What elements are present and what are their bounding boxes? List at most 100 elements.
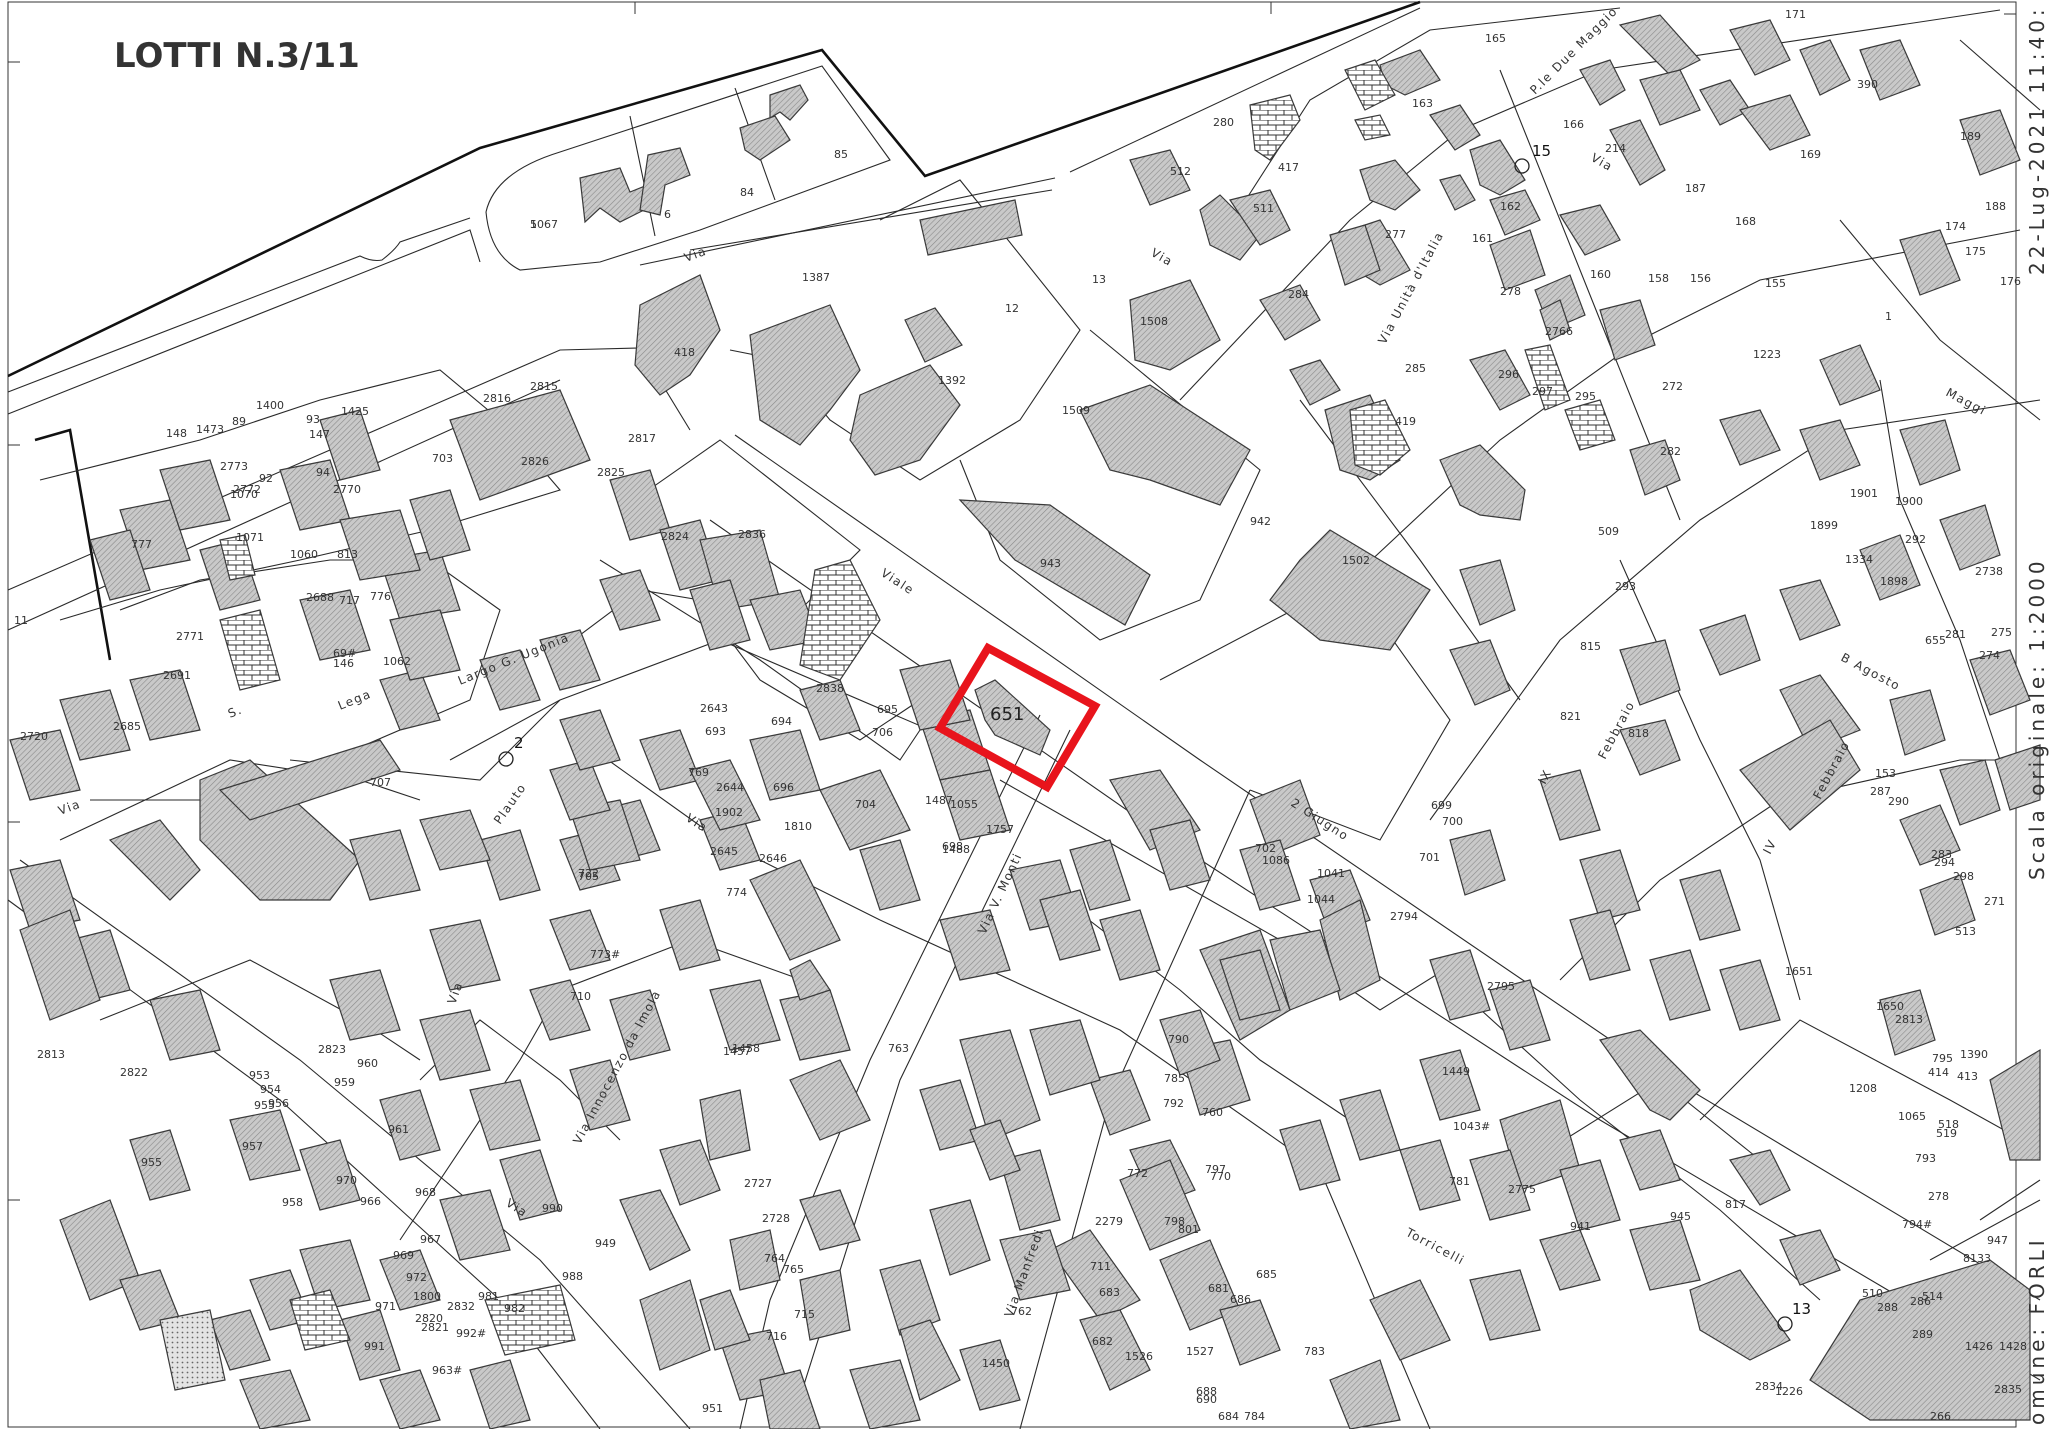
parcel-number-label: 694 — [771, 715, 792, 728]
parcel-number-label: 968 — [415, 1186, 436, 1199]
parcel-number-label: 795 — [1932, 1052, 1953, 1065]
parcel-number-label: 519 — [1936, 1127, 1957, 1140]
parcel-number-label: 168 — [1735, 215, 1756, 228]
special-buildings — [159, 59, 1616, 1391]
parcel-number-label: 961 — [388, 1123, 409, 1136]
parcel-number-label: 770 — [1210, 1170, 1231, 1183]
parcel-number-label: 94 — [316, 466, 330, 479]
parcel-number-label: 513 — [1955, 925, 1976, 938]
parcel-number-label: 690 — [1196, 1393, 1217, 1406]
parcel-number-label: 1508 — [1140, 315, 1168, 328]
parcel-number-label: 992# — [456, 1327, 486, 1340]
parcel-number-label: 783 — [1304, 1345, 1325, 1358]
parcel-number-label: 2817 — [628, 432, 656, 445]
parcel-number-label: 2821 — [421, 1321, 449, 1334]
parcel-number-label: 272 — [1662, 380, 1683, 393]
parcel-number-label: 2795 — [1487, 980, 1515, 993]
parcel-number-label: 982 — [504, 1302, 525, 1315]
parcel-number-label: 769 — [688, 766, 709, 779]
parcel-number-label: 1651 — [1785, 965, 1813, 978]
parcel-number-label: 969 — [393, 1249, 414, 1262]
parcel-number-label: 971 — [375, 1300, 396, 1313]
parcel-number-label: 169 — [1800, 148, 1821, 161]
parcel-number-label: 817 — [1725, 1198, 1746, 1211]
parcel-number-label: 12 — [1005, 302, 1019, 315]
parcel-number-label: 214 — [1605, 142, 1626, 155]
street-label: IX — [1535, 767, 1554, 787]
parcel-number-label: 711 — [1090, 1260, 1111, 1273]
territory-boundary — [7, 0, 1421, 378]
street-label: Via — [56, 797, 83, 818]
parcel-number-label: 1086 — [1262, 854, 1290, 867]
street-label: IV — [1760, 837, 1779, 857]
parcel-number-label: 2773 — [220, 460, 248, 473]
parcel-number-label: 1457 — [723, 1045, 751, 1058]
parcel-number-label: 171 — [1785, 8, 1806, 21]
parcel-number-label: 2770 — [333, 483, 361, 496]
parcel-number-label: 772 — [1127, 1167, 1148, 1180]
street-label: B Agosto — [1839, 650, 1903, 693]
parcel-number-label: 417 — [1278, 161, 1299, 174]
parcel-number-label: 1226 — [1775, 1385, 1803, 1398]
parcel-number-label: 295 — [1575, 390, 1596, 403]
parcel-number-label: 1392 — [938, 374, 966, 387]
parcel-number-label: 275 — [1991, 626, 2012, 639]
parcel-number-label: 1509 — [1062, 404, 1090, 417]
parcel-number-label: 705 — [578, 870, 599, 883]
parcel-number-label: 970 — [336, 1174, 357, 1187]
parcel-number-label: 271 — [1984, 895, 2005, 908]
parcel-number-label: 165 — [1485, 32, 1506, 45]
parcel-number-label: 1334 — [1845, 553, 1873, 566]
parcel-number-label: 1065 — [1898, 1110, 1926, 1123]
marker-circle — [1514, 158, 1530, 174]
parcel-number-label: 1902 — [715, 806, 743, 819]
parcel-number-label: 1757 — [986, 823, 1014, 836]
street-label: Torricelli — [1403, 1225, 1468, 1268]
parcel-number-label: 2832 — [447, 1300, 475, 1313]
parcel-number-label: 69# — [333, 647, 356, 660]
parcel-number-label: 2738 — [1975, 565, 2003, 578]
parcel-number-label: 187 — [1685, 182, 1706, 195]
parcel-number-label: 278 — [1500, 285, 1521, 298]
parcel-number-label: 1527 — [1186, 1345, 1214, 1358]
parcel-number-label: 793 — [1915, 1152, 1936, 1165]
parcel-number-label: 815 — [1580, 640, 1601, 653]
parcel-number-label: 684 — [1218, 1410, 1239, 1423]
parcel-number-label: 943 — [1040, 557, 1061, 570]
parcel-number-label: 510 — [1862, 1287, 1883, 1300]
parcel-number-label: 792 — [1163, 1097, 1184, 1110]
parcel-number-label: 1060 — [290, 548, 318, 561]
parcel-number-label: 942 — [1250, 515, 1271, 528]
parcel-number-label: 698 — [942, 840, 963, 853]
parcel-number-label: 156 — [1690, 272, 1711, 285]
parcel-number-label: 699 — [1431, 799, 1452, 812]
parcel-number-label: 967 — [420, 1233, 441, 1246]
marker-circle — [1777, 1316, 1793, 1332]
parcel-number-label: 287 — [1870, 785, 1891, 798]
parcel-number-label: 2820 — [415, 1312, 443, 1325]
parcel-number-label: 518 — [1938, 1118, 1959, 1131]
parcel-number-label: 682 — [1092, 1335, 1113, 1348]
parcel-number-label: 2825 — [597, 466, 625, 479]
parcel-number-label: 512 — [1170, 165, 1191, 178]
parcel-number-label: 956 — [268, 1097, 289, 1110]
parcel-number-label: 1400 — [256, 399, 284, 412]
parcel-number-label: 990 — [542, 1202, 563, 1215]
parcel-number-label: 785 — [1164, 1072, 1185, 1085]
parcel-number-label: 958 — [282, 1196, 303, 1209]
scale-note: Scala originale: 1:2000 — [2025, 557, 2049, 880]
parcel-number-label: 972 — [406, 1271, 427, 1284]
parcel-number-label: 298 — [1953, 870, 1974, 883]
parcel-number-label: 695 — [877, 703, 898, 716]
parcel-number-label: 813 — [337, 548, 358, 561]
parcel-number-label: 2766 — [1545, 325, 1573, 338]
parcel-number-label: 1390 — [1960, 1048, 1988, 1061]
parcel-number-label: 175 — [1965, 245, 1986, 258]
parcel-number-label: 722 — [578, 867, 599, 880]
parcel-number-label: 1223 — [1753, 348, 1781, 361]
parcel-number-label: 784 — [1244, 1410, 1265, 1423]
parcel-number-label: 509 — [1598, 525, 1619, 538]
parcel-number-label: 277 — [1385, 228, 1406, 241]
parcel-number-label: 1650 — [1876, 1000, 1904, 1013]
highlighted-lot[interactable]: 651 — [934, 642, 1101, 793]
